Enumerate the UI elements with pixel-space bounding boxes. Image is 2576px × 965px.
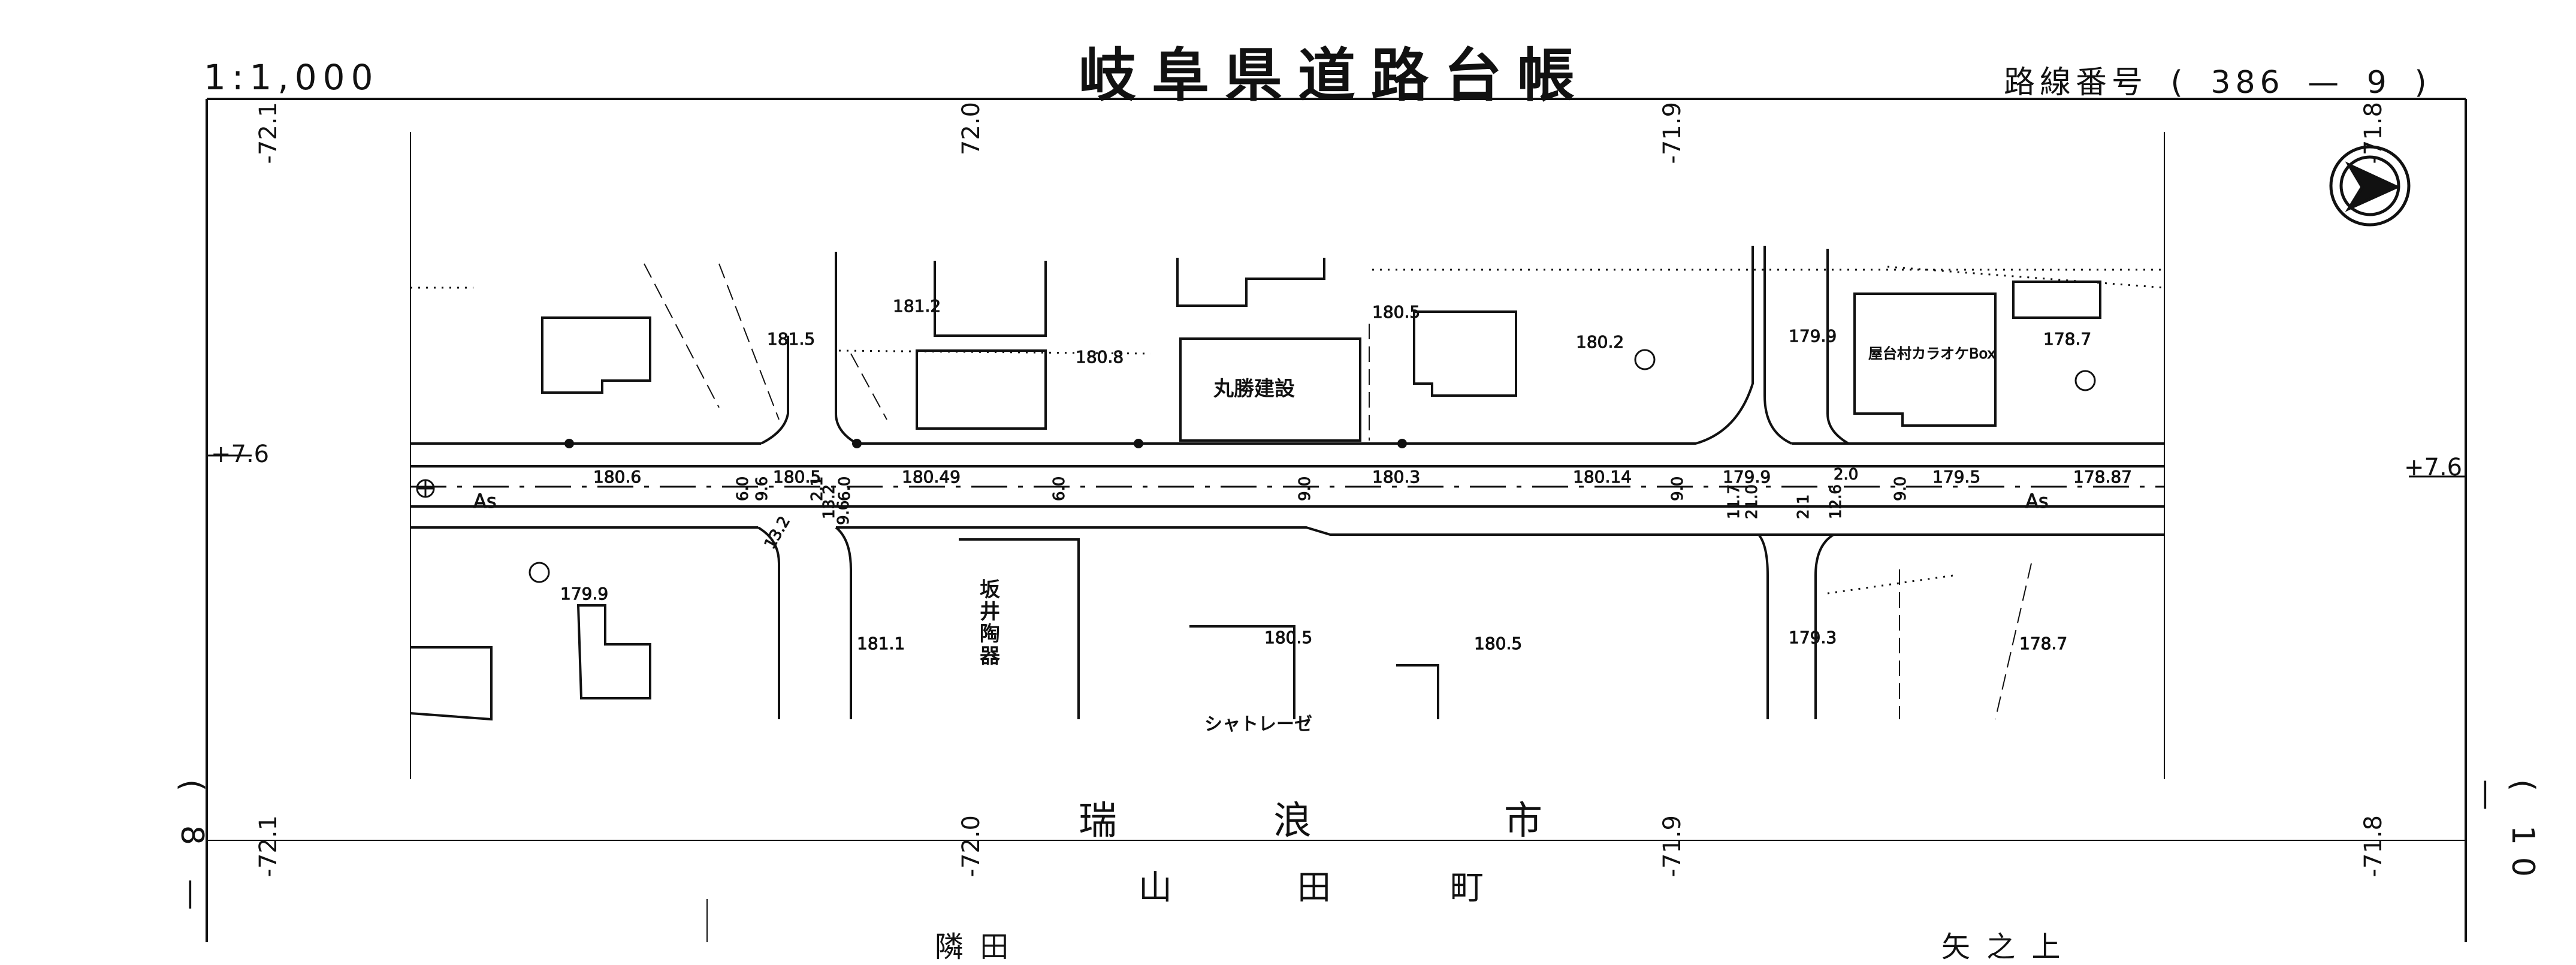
benchmark-icons — [529, 349, 2096, 583]
elevation-label: 181.2 — [893, 296, 941, 316]
building-label-yataimura: 屋台村カラオケBox — [1868, 345, 1996, 362]
elevation-label: 180.3 — [1372, 467, 1420, 487]
map-frame — [206, 98, 2467, 942]
town-char-3: 町 — [1450, 868, 1487, 907]
elevation-label: 178.7 — [2019, 634, 2067, 653]
elevation-label: 179.9 — [560, 584, 608, 604]
survey-marker-icon — [416, 479, 435, 498]
building-label-sakai-3: 陶 — [980, 622, 1000, 646]
building-label-sakai-2: 井 — [980, 600, 1000, 624]
main-road — [410, 442, 2164, 536]
survey-points — [564, 439, 1407, 448]
road-surface-right: As — [2025, 490, 2049, 512]
left-offset-label: +7.6 — [211, 441, 270, 468]
elevation-label: 180.49 — [902, 467, 961, 487]
width-label: 2.1 — [1795, 494, 1813, 519]
width-label: 9.0 — [1669, 477, 1687, 501]
map-scale: 1:1,000 — [204, 57, 379, 98]
width-label: 9.6 — [835, 500, 853, 525]
width-label: 11.7 — [1725, 484, 1743, 519]
elevation-label: 179.9 — [1723, 467, 1771, 487]
elevation-label: 180.2 — [1576, 332, 1624, 352]
buildings-south — [410, 538, 1439, 721]
building-label-sakai-1: 坂 — [980, 578, 1000, 602]
elevation-label: 180.14 — [1573, 467, 1632, 487]
building-label-sakai-4: 器 — [980, 644, 1000, 668]
elevation-label: 178.7 — [2043, 329, 2091, 349]
route-number: 路線番号 ( 386 — 9 ) — [1995, 57, 2432, 102]
buildings-north — [541, 258, 2101, 442]
elevation-label: 181.1 — [857, 634, 905, 653]
inner-frame — [207, 132, 2466, 942]
width-label: 9.0 — [1892, 477, 1910, 501]
city-char-1: 瑞 — [1079, 799, 1121, 843]
sheet-number-right: ( 10 — — [2469, 779, 2541, 889]
width-label: 9.6 — [753, 477, 771, 501]
elevation-label: 179.5 — [1932, 467, 1980, 487]
route-dash: — — [2308, 65, 2344, 101]
route-open: ( — [2170, 65, 2188, 101]
property-lines — [644, 263, 2032, 720]
width-label: 9.0 — [1296, 477, 1314, 501]
elevation-label: 180.5 — [773, 467, 821, 487]
route-label: 路線番号 — [2004, 65, 2148, 101]
road-surface-left: As — [473, 490, 497, 512]
elevation-label: 180.5 — [1474, 634, 1522, 653]
route-sub-number: 9 — [2366, 65, 2391, 101]
elevation-label: 180.8 — [1076, 347, 1124, 367]
elevation-label: 180.5 — [1264, 628, 1312, 647]
width-label: 2.0 — [1834, 466, 1858, 484]
route-close: ) — [2414, 65, 2432, 101]
elevation-label: 179.9 — [1789, 326, 1837, 346]
city-char-3: 市 — [1504, 799, 1546, 843]
elevation-label: 179.3 — [1789, 628, 1837, 647]
width-label: 21.0 — [1743, 484, 1761, 519]
elevation-label: 181.5 — [767, 329, 815, 349]
road-ledger-map: 丸勝建設 屋台村カラオケBox 坂 井 陶 器 シャトレーゼ As As 181… — [206, 98, 2467, 942]
width-label: 2.1 — [808, 477, 826, 501]
building-label-chateraise: シャトレーゼ — [1204, 714, 1312, 735]
width-label: 6.0 — [1050, 477, 1068, 501]
width-label: 6.0 — [734, 477, 752, 501]
grid-ticks — [207, 454, 2466, 478]
dotted-lines — [410, 266, 2165, 595]
sheet-number-left: ( 8 — — [174, 779, 210, 922]
town-char-1: 山 — [1138, 868, 1176, 907]
elevation-label: 178.87 — [2073, 467, 2132, 487]
side-roads — [757, 246, 1849, 719]
width-label: 12.6 — [1827, 484, 1845, 519]
building-label-marukatsu: 丸勝建設 — [1213, 377, 1295, 401]
route-main-number: 386 — [2210, 65, 2285, 101]
elevation-label: 180.6 — [593, 467, 641, 487]
north-arrow-icon — [2329, 145, 2411, 227]
width-label: 6.0 — [836, 477, 854, 501]
elevation-label: 180.5 — [1372, 302, 1420, 322]
width-label: 13.2 — [820, 484, 838, 519]
town-char-2: 田 — [1297, 868, 1334, 907]
city-char-2: 浪 — [1273, 799, 1315, 843]
